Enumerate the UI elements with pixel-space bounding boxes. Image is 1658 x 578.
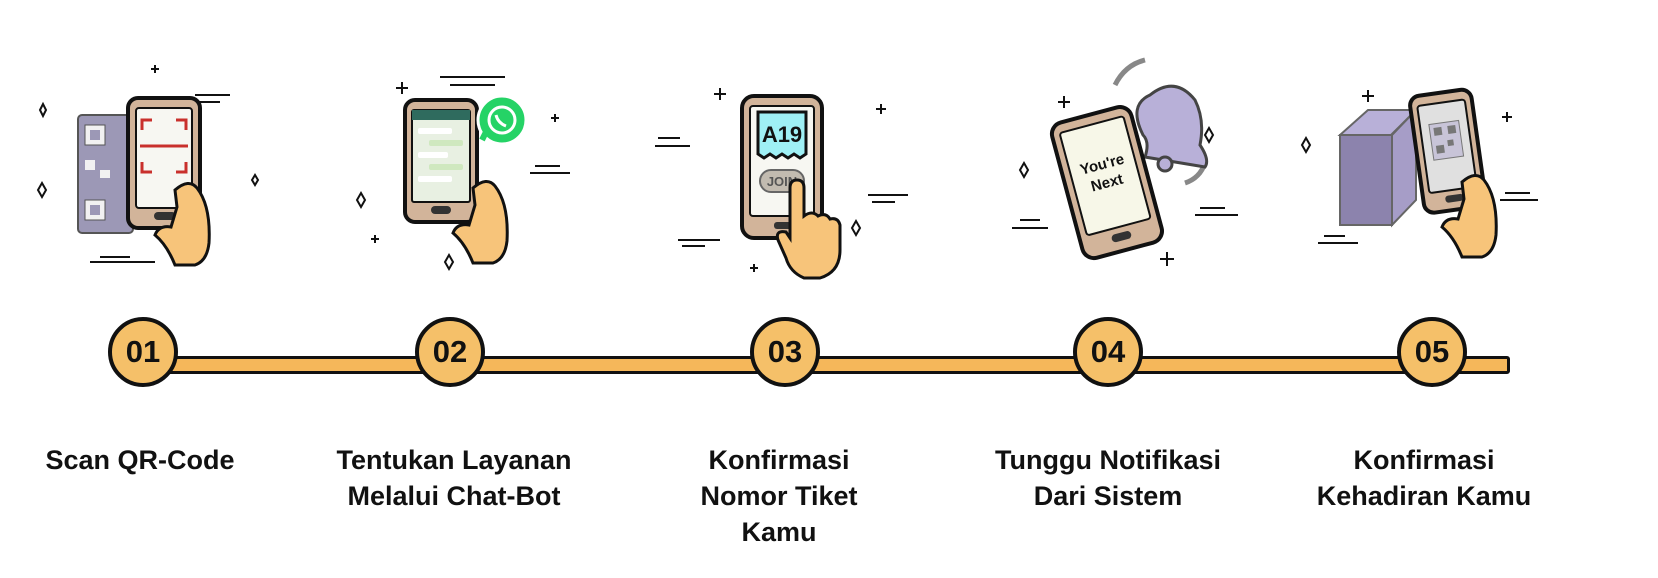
step-1-caption: Scan QR-Code [0,442,300,478]
step-3-caption: Konfirmasi Nomor Tiket Kamu [619,442,939,550]
phone-whatsapp-chat-icon [355,76,570,272]
caption-line: Konfirmasi [1353,445,1495,475]
step-3-number: 03 [750,317,820,387]
caption-line: Scan QR-Code [45,445,235,475]
caption-line: Kehadiran Kamu [1316,481,1532,511]
caption-line: Nomor Tiket [700,481,858,511]
phone-notification-bell-icon: You're Next [1012,57,1238,266]
step-4-caption: Tunggu Notifikasi Dari Sistem [948,442,1268,514]
caption-line: Tentukan Layanan [336,445,572,475]
phone-ticket-join-icon: A19 JOIN [655,88,908,280]
step-2-number: 02 [415,317,485,387]
step-5-caption: Konfirmasi Kehadiran Kamu [1264,442,1584,514]
phone-scan-qr-icon [36,65,260,267]
step-4-number: 04 [1073,317,1143,387]
caption-line: Tunggu Notifikasi [995,445,1221,475]
caption-line: Kamu [741,517,817,547]
caption-line: Dari Sistem [1033,481,1183,511]
ticket-code: A19 [762,122,802,147]
step-2-caption: Tentukan Layanan Melalui Chat-Bot [294,442,614,514]
step-5-number: 05 [1397,317,1467,387]
phone-scan-kiosk-icon [1300,87,1538,259]
timeline-connector [150,356,1510,374]
step-1-number: 01 [108,317,178,387]
caption-line: Melalui Chat-Bot [347,481,561,511]
caption-line: Konfirmasi [708,445,850,475]
